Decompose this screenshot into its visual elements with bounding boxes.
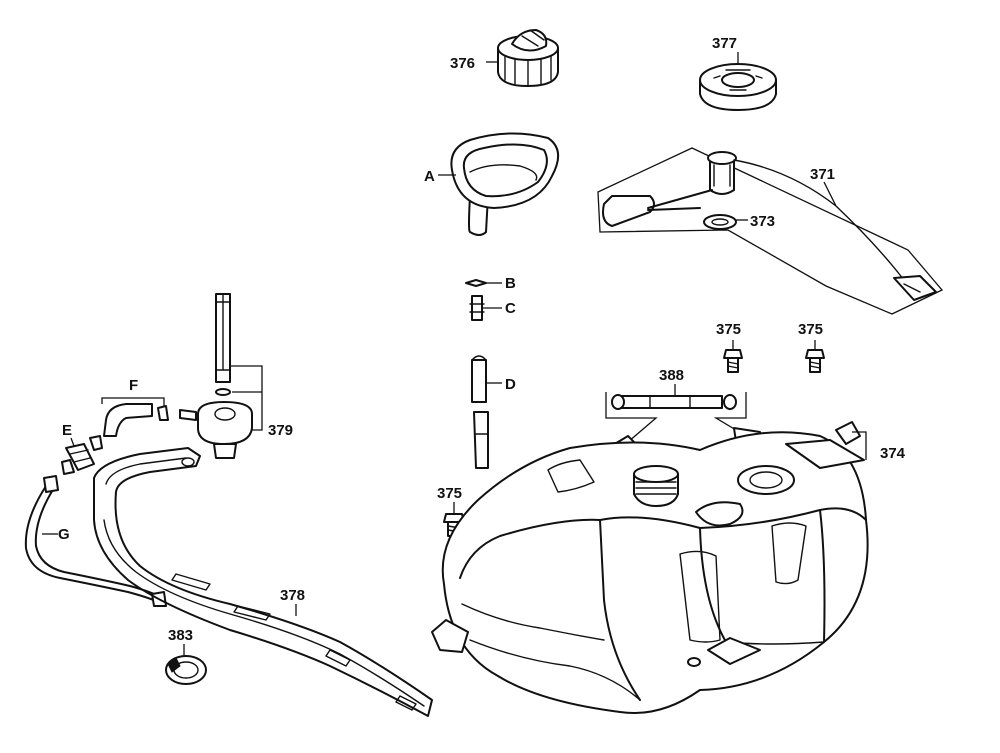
part-c-connector: [469, 295, 502, 321]
part-b-clip: [465, 279, 502, 287]
callout-388: 388: [659, 367, 684, 384]
callout-c: C: [505, 300, 516, 317]
part-371-fuel-sender: [597, 147, 944, 315]
part-g-hose: [24, 475, 167, 607]
callout-b: B: [505, 275, 516, 292]
part-373-grommet: [703, 214, 737, 230]
callout-375-b: 375: [798, 321, 823, 338]
callout-g: G: [58, 526, 70, 543]
part-375-bolt-a: [723, 349, 743, 373]
part-375-bolt-b: [805, 349, 825, 373]
callout-373: 373: [750, 213, 775, 230]
part-379-fuel-valve: [179, 293, 263, 459]
part-f-hose: [101, 397, 169, 437]
part-374-fuel-tank: [431, 421, 869, 715]
callout-a: A: [424, 168, 435, 185]
leader-lines: [42, 52, 837, 656]
callout-374: 374: [880, 445, 906, 462]
callout-377: 377: [712, 35, 737, 52]
part-383-clamp: [165, 655, 207, 685]
callout-379: 379: [268, 422, 293, 439]
part-d-hose: [471, 355, 502, 469]
part-378-drain-hose: [93, 447, 433, 717]
callout-labels: 376 377 A 371 373 B C D 375 375 388 374 …: [58, 35, 906, 644]
callout-383: 383: [168, 627, 193, 644]
callout-376: 376: [450, 55, 475, 72]
callout-371: 371: [810, 166, 835, 183]
part-377-gasket: [699, 63, 777, 111]
callout-378: 378: [280, 587, 305, 604]
part-a-filler-neck: [450, 132, 559, 236]
callout-d: D: [505, 376, 516, 393]
callout-375-c: 375: [437, 485, 462, 502]
callout-f: F: [129, 377, 138, 394]
part-376-fuel-cap: [497, 29, 559, 87]
callout-375-a: 375: [716, 321, 741, 338]
part-e-filter: [61, 435, 103, 475]
callout-e: E: [62, 422, 72, 439]
